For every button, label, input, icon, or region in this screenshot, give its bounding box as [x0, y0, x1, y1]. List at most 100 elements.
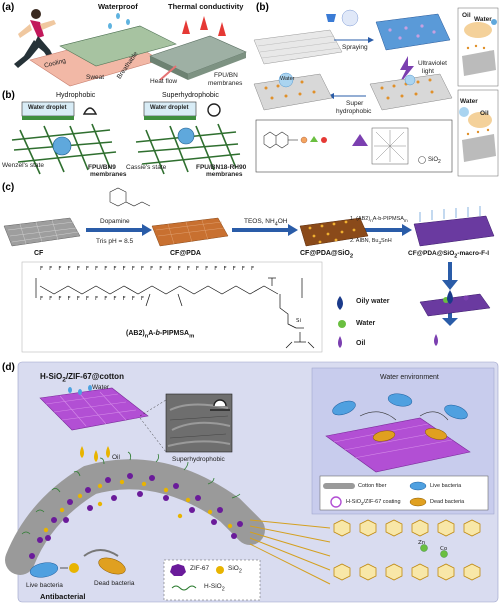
- cf-mesh: [3, 217, 81, 247]
- ultraviolet-label: Ultraviolet: [418, 60, 447, 67]
- sio2-particles: [43, 479, 233, 533]
- co-label: Co: [440, 546, 448, 552]
- legend-live: Live bacteria: [430, 483, 462, 489]
- fpu-bn-label: FPU/BN: [214, 72, 238, 79]
- panel-b-right: (b): [250, 0, 500, 180]
- cf-label: CF: [34, 250, 44, 257]
- water-b-label: Water: [280, 76, 295, 82]
- antibacterial-label: Antibacterial: [40, 592, 86, 601]
- panel-a: (a) Waterproof T: [0, 0, 250, 90]
- zif-crystals: [29, 473, 243, 559]
- water-drops: [108, 13, 130, 29]
- h-sio2-swatch: [171, 585, 197, 591]
- panel-a-illustration: [14, 9, 247, 87]
- panel-d-label: (d): [2, 362, 15, 373]
- zn-node-2: [440, 550, 448, 558]
- cf-pda-sio2-label: CF@PDA@SiO2: [300, 250, 354, 260]
- fpu-bn9-membranes: membranes: [90, 171, 127, 178]
- oil-drops: [80, 446, 110, 462]
- dead-bacterium: [98, 557, 126, 575]
- panel-b-right-label: (b): [256, 2, 269, 13]
- panel-d: (d): [0, 360, 500, 607]
- dead-bacteria-env: [372, 428, 447, 442]
- h-sio2-chains: [21, 451, 241, 535]
- fpu-bn9-label: FPU/BN9: [88, 164, 116, 171]
- panel-b-right-illustration: [253, 7, 499, 177]
- fluorine-row-top: FFFFFFFFFFFFFFFFFFFFFFFF: [40, 266, 261, 272]
- legend-coating: H-SiO2/ZIF-67 coating: [346, 499, 401, 507]
- wenzel-label: Wenzel's state: [2, 162, 44, 169]
- sio2-swatch: [216, 566, 224, 574]
- water-env-label: Water environment: [380, 374, 439, 381]
- panel-d-illustration: [5, 361, 499, 603]
- oil-c-label: Oil: [356, 340, 366, 347]
- water-side-top: Water: [474, 16, 492, 23]
- si-atom: Si: [296, 318, 302, 324]
- water-droplet-left: Water droplet: [28, 105, 67, 111]
- oil-drop-bottom: [434, 334, 438, 346]
- panel-a-label: (a): [2, 2, 15, 13]
- oil-side-bottom: Oil: [480, 110, 489, 117]
- zif67-swatch: [170, 564, 186, 576]
- legend-dead: Dead bacteria: [430, 499, 465, 505]
- panel-b-left: (b) Hydrophobic Superhydrophobic Water d…: [0, 90, 250, 180]
- super-label: Super: [346, 100, 364, 107]
- dead-bacteria-label: Dead bacteria: [94, 580, 135, 587]
- teos-label: TEOS, NH4OH: [244, 218, 288, 228]
- cf-pda-label: CF@PDA: [170, 250, 201, 257]
- sweat-label: Sweat: [86, 74, 105, 81]
- env-legend-box: [319, 475, 489, 511]
- live-bacteria-env: [332, 393, 468, 420]
- fiber-bundle: [5, 459, 265, 575]
- light-label: light: [422, 68, 434, 75]
- dopamine-label: Dopamine: [100, 218, 130, 225]
- live-bacteria-label: Live bacteria: [26, 582, 63, 589]
- panel-c: (c): [0, 182, 500, 358]
- water-d-label: Water: [92, 384, 110, 391]
- heat-arrows: [182, 16, 226, 36]
- panel-c-label: (c): [2, 182, 15, 193]
- thermal-label: Thermal conductivity: [168, 2, 244, 11]
- hsio2-legend-label: H-SiO2: [204, 583, 225, 593]
- step2-label: 2. AIBN, Bu3SnH: [350, 238, 392, 246]
- sio2-legend-label: SiO2: [228, 565, 242, 575]
- fpu-bn18-membranes: membranes: [206, 171, 243, 178]
- cf-pda-sio2-mesh: [299, 217, 369, 247]
- cassie-droplet: [177, 127, 195, 145]
- heat-flow-label: Heat flow: [150, 78, 178, 85]
- final-label: CF@PDA@SiO2-macro-F-l: [408, 250, 490, 260]
- step1-label: 1. (AB2)nA-b-PIPMSAm: [350, 216, 408, 224]
- water-droplet-right: Water droplet: [150, 105, 189, 111]
- sio2-legend: SiO2: [428, 157, 441, 166]
- zn-node-1: [420, 544, 428, 552]
- wenzel-droplet: [52, 136, 72, 156]
- oily-water-drop: [447, 290, 453, 304]
- tris-label: Tris pH = 8.5: [96, 238, 134, 245]
- cellulose-chain: [333, 519, 481, 581]
- dopamine-structure: [109, 187, 151, 207]
- polymer-name: (AB2)nA-b-PIPMSAm: [126, 330, 195, 340]
- hydrophobic-label: Hydrophobic: [56, 92, 96, 99]
- fluorine-row-bottom: FFFFFFFFFFFF: [40, 296, 151, 302]
- panel-b-left-label: (b): [2, 90, 15, 101]
- superhydrophobic-label: Superhydrophobic: [162, 92, 219, 99]
- zif67-legend-label: ZIF-67: [190, 565, 210, 572]
- oily-water-label: Oily water: [356, 298, 390, 305]
- superhydrophobic-d-label: Superhydrophobic: [172, 456, 225, 463]
- spraying-label: Spraying: [342, 44, 368, 51]
- oil-d-label: Oil: [112, 454, 120, 461]
- waterproof-label: Waterproof: [98, 2, 138, 11]
- oil-side-top: Oil: [462, 12, 471, 19]
- zn-label-1: Zn: [418, 540, 426, 546]
- fpu-bn-membranes-label: membranes: [208, 80, 243, 87]
- panel-d-title: H-SiO2/ZIF-67@cotton: [40, 372, 124, 384]
- panel-c-illustration: [3, 187, 495, 353]
- water-c-label: Water: [356, 320, 376, 327]
- water-side-bottom: Water: [460, 98, 478, 105]
- cotton-strands: [249, 519, 331, 585]
- live-bacterium: [29, 562, 59, 578]
- fpu-bn18-label: FPU/BN18-RH90: [196, 164, 247, 171]
- polymer-backbone: [39, 277, 315, 349]
- panel-b-left-illustration: [11, 101, 241, 175]
- polymer-structure-box: [21, 261, 323, 353]
